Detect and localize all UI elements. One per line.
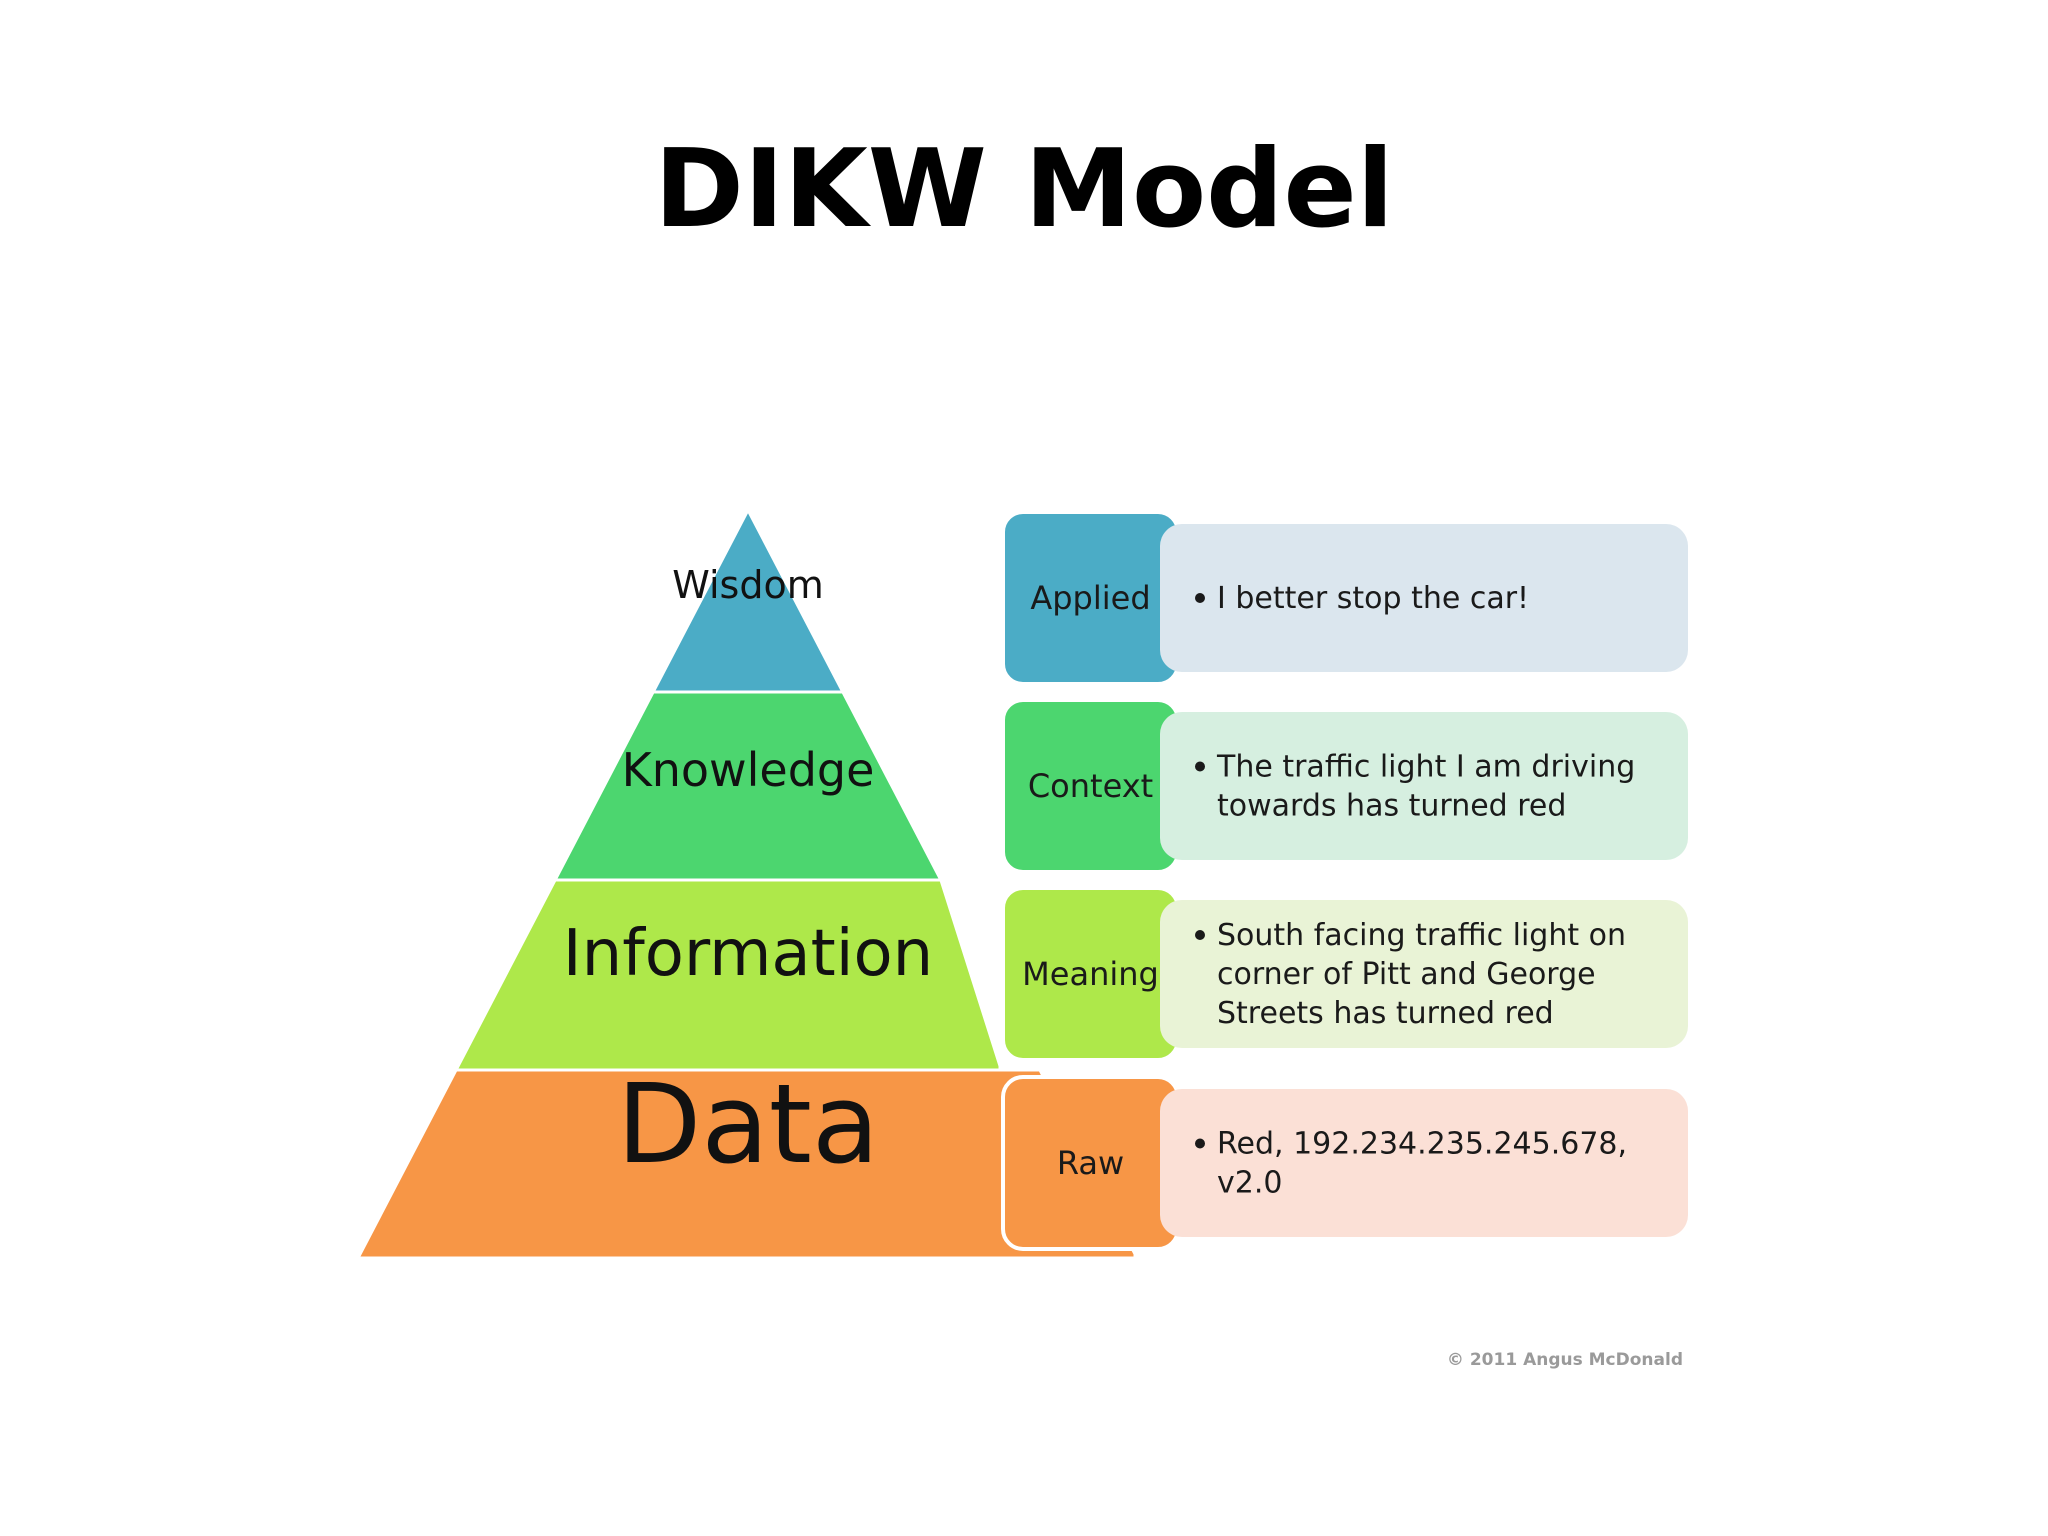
tag-label-data: Raw <box>1057 1144 1124 1182</box>
pyramid-label-knowledge: Knowledge <box>622 743 875 797</box>
pyramid-label-information: Information <box>563 917 933 991</box>
level-examples: I better stop the car! The traffic light … <box>1160 524 1688 1237</box>
bullet-icon <box>1195 1138 1205 1149</box>
example-line-information: corner of Pitt and George <box>1217 957 1596 992</box>
pyramid-label-data: Data <box>617 1060 880 1188</box>
example-line-wisdom: I better stop the car! <box>1217 581 1529 616</box>
example-line-data: v2.0 <box>1217 1166 1282 1201</box>
bullet-icon <box>1195 930 1205 940</box>
tag-label-information: Meaning <box>1022 955 1159 993</box>
tag-label-knowledge: Context <box>1028 767 1153 805</box>
slide-title: DIKW Model <box>654 127 1394 252</box>
example-line-data: Red, 192.234.235.245.678, <box>1217 1127 1627 1162</box>
example-box-data <box>1160 1089 1688 1237</box>
copyright-notice: © 2011 Angus McDonald <box>1447 1350 1683 1370</box>
tag-label-wisdom: Applied <box>1030 579 1150 617</box>
pyramid-label-wisdom: Wisdom <box>672 563 823 607</box>
example-box-information <box>1160 900 1688 1048</box>
example-line-information: Streets has turned red <box>1217 996 1554 1031</box>
pyramid-band-information <box>453 878 1002 1072</box>
example-line-knowledge: The traffic light I am driving <box>1216 750 1635 785</box>
example-line-knowledge: towards has turned red <box>1217 789 1566 824</box>
pyramid-band-data <box>355 1068 1137 1260</box>
example-box-wisdom <box>1160 524 1688 672</box>
bullet-icon <box>1195 593 1205 603</box>
example-line-information: South facing traffic light on <box>1217 918 1626 953</box>
example-box-knowledge <box>1160 712 1688 860</box>
bullet-icon <box>1195 761 1205 772</box>
